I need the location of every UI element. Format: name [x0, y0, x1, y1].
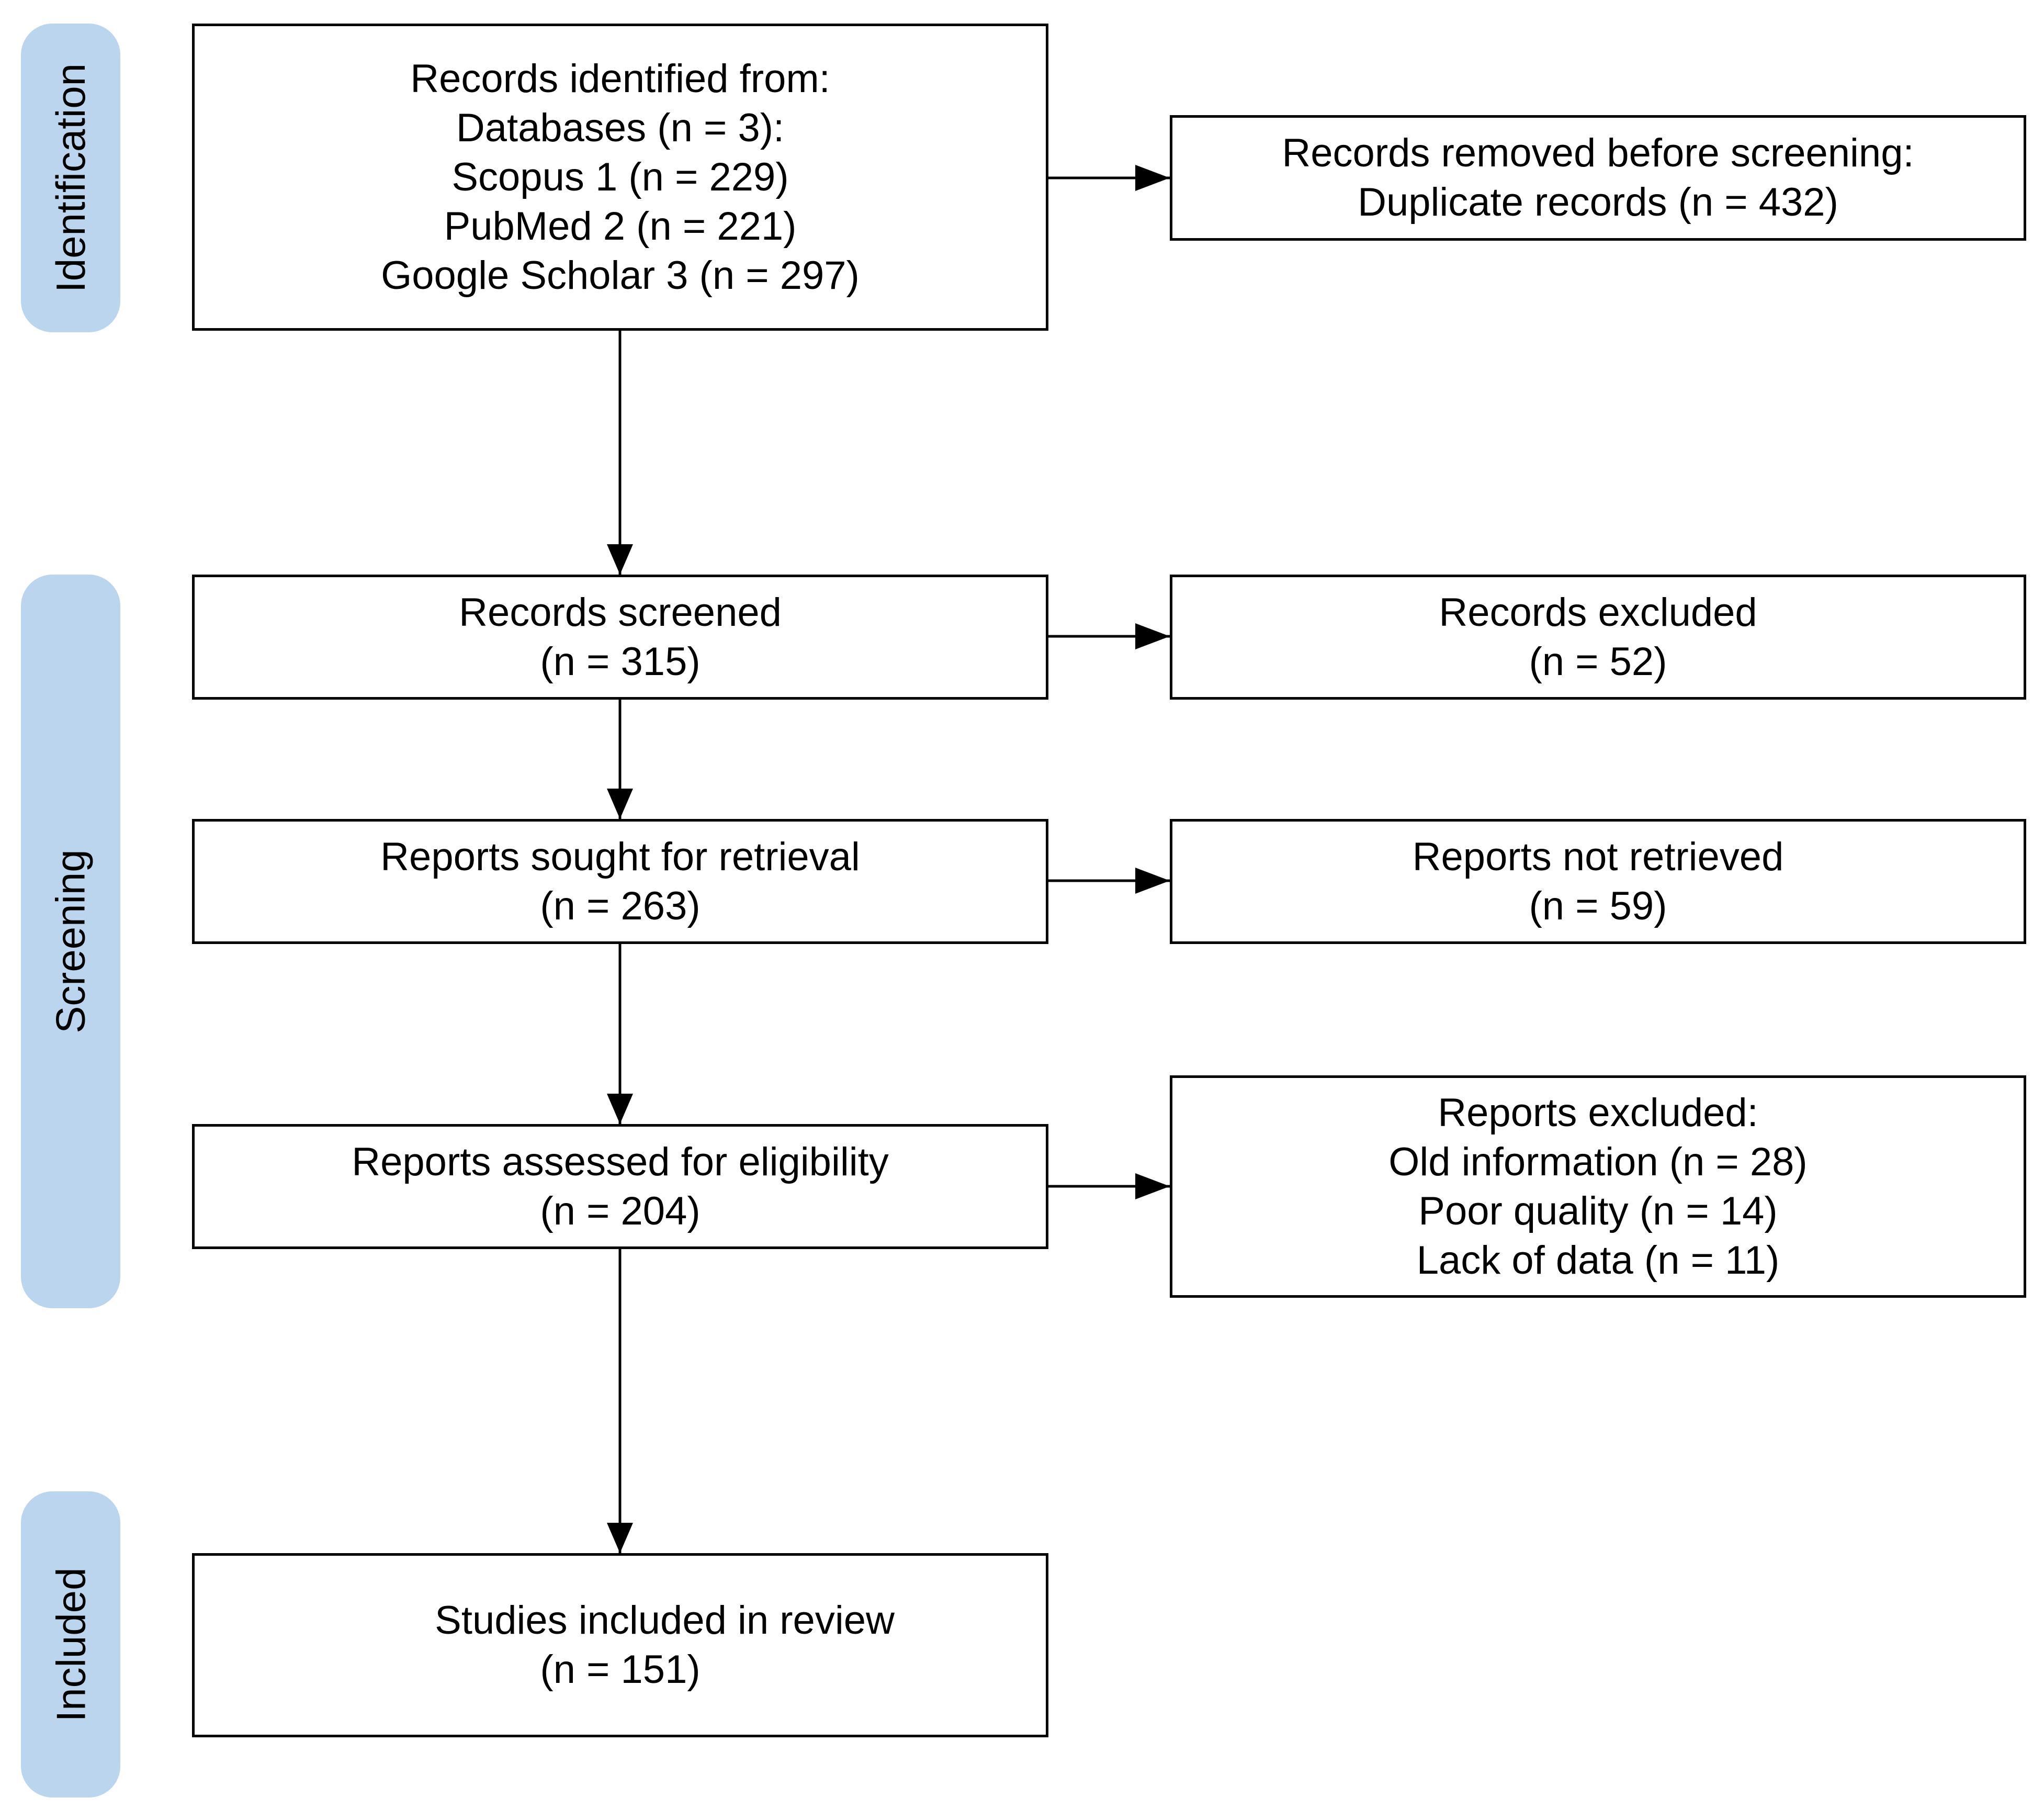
arrowhead-included: [607, 1523, 633, 1553]
box-line: Databases (n = 3):: [456, 105, 785, 150]
box-studies-included: Studies included in review (n = 151): [192, 1553, 1048, 1737]
box-line: Reports assessed for eligibility: [352, 1139, 889, 1184]
box-records-removed: Records removed before screening: Duplic…: [1170, 115, 2026, 241]
box-records-screened: Records screened (n = 315): [192, 575, 1048, 700]
box-line: PubMed 2 (n = 221): [444, 204, 797, 249]
box-line: Records identified from:: [410, 56, 830, 101]
box-line: Scopus 1 (n = 229): [451, 154, 789, 199]
box-line: (n = 263): [540, 883, 701, 928]
box-line: (n = 52): [1529, 639, 1667, 684]
box-line: Poor quality (n = 14): [1418, 1188, 1778, 1233]
box-line: Reports sought for retrieval: [380, 834, 860, 879]
phase-included: Included: [21, 1491, 120, 1797]
box-reports-excluded: Reports excluded: Old information (n = 2…: [1170, 1075, 2026, 1298]
box-line: (n = 204): [540, 1188, 701, 1233]
arrowhead-sought: [607, 789, 633, 819]
arrowhead-not-retrieved: [1135, 868, 1170, 894]
arrowhead-reports-excluded: [1135, 1173, 1170, 1199]
box-reports-sought: Reports sought for retrieval (n = 263): [192, 819, 1048, 944]
box-reports-assessed: Reports assessed for eligibility (n = 20…: [192, 1124, 1048, 1249]
box-line: (n = 59): [1529, 883, 1667, 928]
box-line: Records screened: [459, 590, 782, 635]
arrowhead-removed: [1135, 165, 1170, 191]
phase-included-label: Included: [48, 1567, 94, 1722]
arrowhead-excluded: [1135, 623, 1170, 649]
phase-screening: Screening: [21, 575, 120, 1308]
box-line: Old information (n = 28): [1388, 1139, 1808, 1184]
box-line: Records removed before screening:: [1282, 131, 1914, 175]
phase-screening-label: Screening: [48, 849, 94, 1033]
box-line: Google Scholar 3 (n = 297): [381, 253, 860, 298]
box-records-identified: Records identified from: Databases (n = …: [192, 24, 1048, 331]
box-line: Lack of data (n = 11): [1416, 1238, 1780, 1283]
phase-identification-label: Identification: [48, 63, 94, 293]
arrowhead-screened: [607, 544, 633, 575]
phase-identification: Identification: [21, 24, 120, 332]
arrowhead-assessed: [607, 1094, 633, 1124]
box-line: Studies included in review: [435, 1598, 895, 1643]
box-line: Records excluded: [1439, 590, 1757, 635]
box-records-excluded: Records excluded (n = 52): [1170, 575, 2026, 700]
box-line: (n = 315): [540, 639, 701, 684]
box-reports-not-retrieved: Reports not retrieved (n = 59): [1170, 819, 2026, 944]
box-line: Duplicate records (n = 432): [1358, 180, 1838, 224]
box-line: Reports excluded:: [1438, 1090, 1758, 1135]
box-line: (n = 151): [540, 1647, 701, 1692]
box-line: Reports not retrieved: [1412, 834, 1784, 879]
